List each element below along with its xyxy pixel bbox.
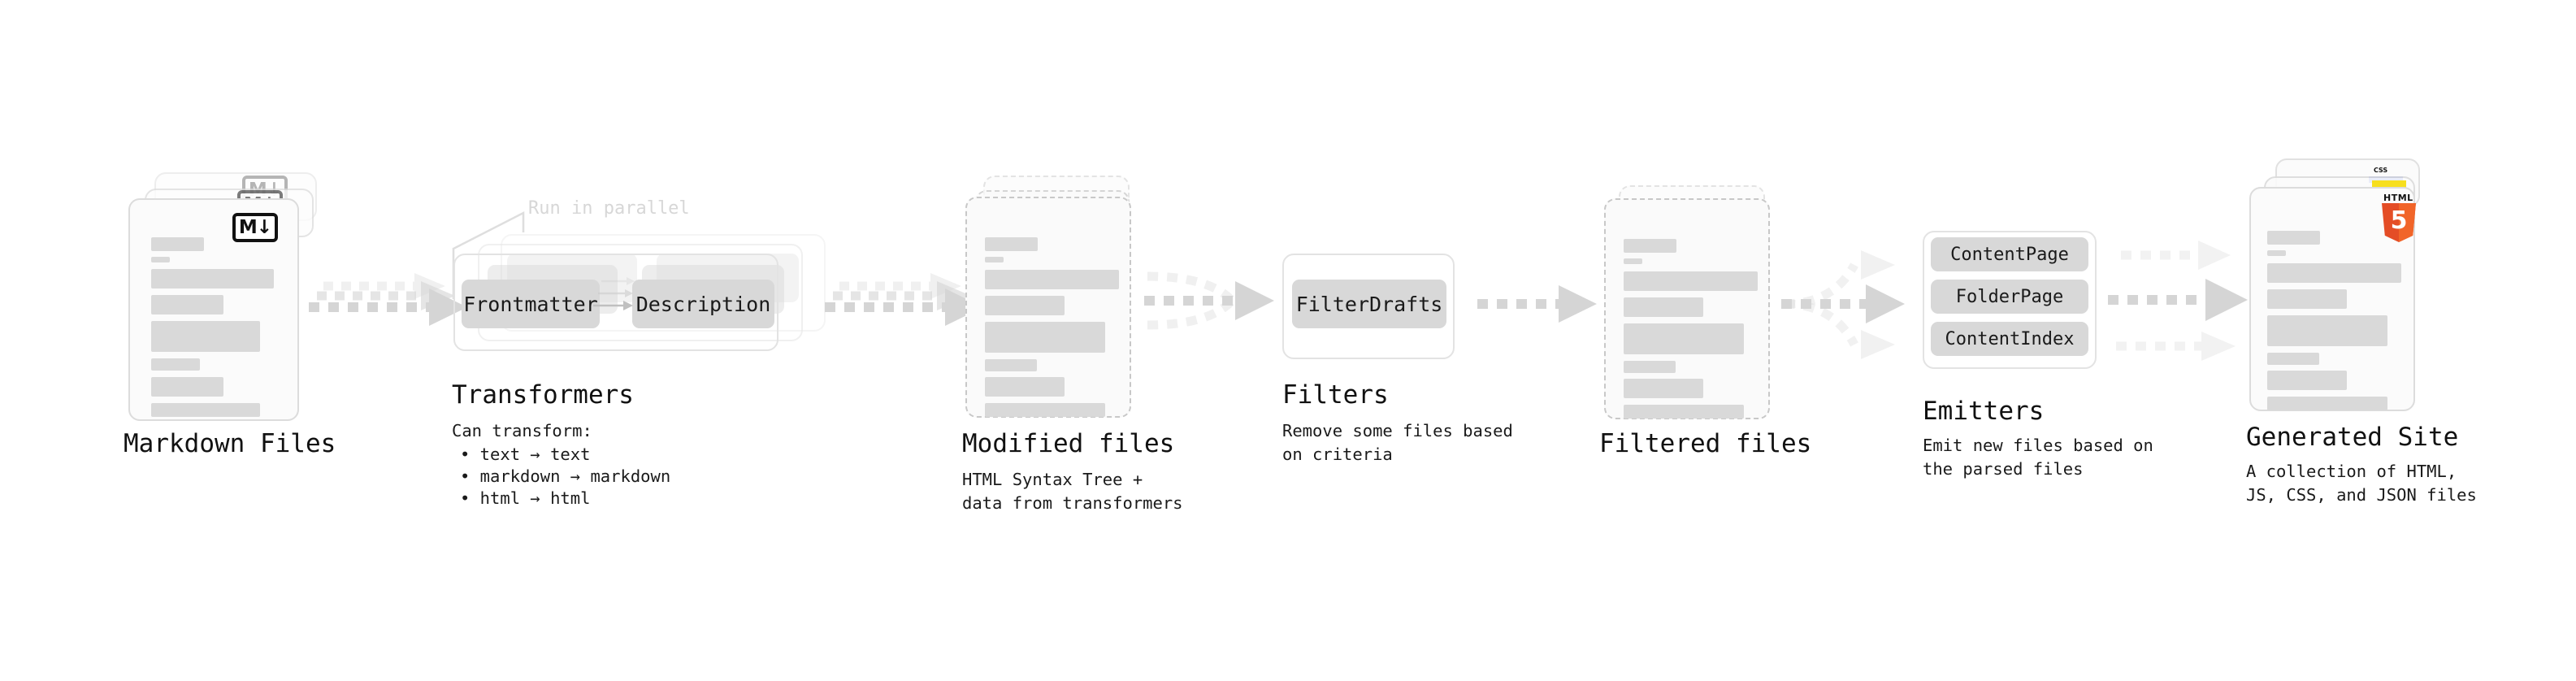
skeleton-line [1624, 271, 1758, 291]
modified-files-subtitle: HTML Syntax Tree + data from transformer… [962, 470, 1183, 514]
arrow-filtered-to-emitters [1781, 250, 1905, 359]
filter-chip-filterdrafts[interactable]: FilterDrafts [1292, 280, 1446, 328]
skeleton-line [151, 321, 260, 352]
skeleton-line [2267, 263, 2401, 283]
emitter-chip-folderpage[interactable]: FolderPage [1931, 280, 2088, 314]
arrow-filters-to-filtered [1477, 285, 1597, 323]
skeleton-line [2267, 353, 2319, 365]
markdown-card-front: M↓ [128, 198, 299, 421]
skeleton-line [1624, 258, 1642, 264]
skeleton-line [985, 257, 1004, 262]
transformers-bullet-2: • html → html [460, 488, 591, 508]
run-in-parallel-label: Run in parallel [528, 198, 690, 219]
skeleton-line [1624, 323, 1744, 354]
arrow-markdown-to-transformers [309, 273, 467, 326]
arrow-modified-to-filters [1144, 271, 1274, 330]
skeleton-line [151, 237, 204, 251]
stage-title-generated-site: Generated Site [2246, 423, 2459, 452]
skeleton-line [1624, 239, 1676, 253]
skeleton-line [1624, 297, 1703, 317]
emitter-chip-contentpage[interactable]: ContentPage [1931, 237, 2088, 271]
skeleton-line [1624, 405, 1744, 419]
skeleton-line [151, 358, 200, 371]
skeleton-line [151, 403, 260, 417]
filtered-card-front [1604, 198, 1770, 419]
skeleton-line [1624, 379, 1703, 398]
skeleton-line [2267, 289, 2347, 309]
transformers-subtitle: Can transform: [452, 421, 592, 440]
skeleton-line [2267, 250, 2286, 256]
emitter-chip-contentindex[interactable]: ContentIndex [1931, 322, 2088, 356]
markdown-icon: M↓ [232, 213, 278, 242]
arrow-emitters-to-site [2108, 241, 2248, 361]
filters-subtitle: Remove some files based on criteria [1282, 421, 1513, 465]
transformer-chip-frontmatter[interactable]: Frontmatter [462, 280, 600, 328]
skeleton-line [985, 403, 1105, 417]
transformer-inner-arrows [593, 277, 635, 310]
stage-title-filtered-files: Filtered files [1599, 429, 1812, 458]
generated-site-subtitle: A collection of HTML, JS, CSS, and JSON … [2246, 462, 2477, 505]
skeleton-line [1624, 361, 1676, 373]
emitters-subtitle: Emit new files based on the parsed files [1923, 436, 2153, 479]
skeleton-line [151, 295, 223, 314]
stage-title-filters: Filters [1282, 380, 1389, 410]
skeleton-line [985, 270, 1119, 289]
skeleton-line [985, 377, 1065, 397]
skeleton-line [985, 322, 1105, 353]
stage-title-markdown-files: Markdown Files [124, 429, 336, 458]
emitters-box [1923, 231, 2097, 369]
html5-icon: 5 [2382, 203, 2416, 242]
html5-icon-digit: 5 [2390, 206, 2408, 235]
skeleton-line [985, 296, 1065, 315]
html5-icon-label: HTML [2383, 193, 2413, 203]
skeleton-line [2267, 397, 2387, 410]
skeleton-line [2267, 315, 2387, 346]
stage-title-modified-files: Modified files [962, 429, 1175, 458]
skeleton-line [151, 269, 274, 288]
skeleton-line [985, 359, 1037, 371]
transformers-bullet-0: • text → text [460, 445, 591, 464]
transformers-box [453, 254, 778, 351]
stage-title-emitters: Emitters [1923, 397, 2045, 426]
stage-title-transformers: Transformers [452, 380, 634, 410]
skeleton-line [2267, 231, 2320, 245]
transformers-bullet-1: • markdown → markdown [460, 466, 671, 486]
skeleton-line [151, 257, 170, 262]
skeleton-line [985, 237, 1038, 251]
arrow-transformers-to-modified [825, 273, 983, 326]
skeleton-line [151, 377, 223, 397]
filters-box [1282, 254, 1455, 359]
skeleton-line [2267, 371, 2347, 390]
transformer-chip-description[interactable]: Description [632, 280, 774, 328]
modified-card-front [965, 197, 1131, 418]
css-icon-label: CSS [2374, 167, 2388, 174]
